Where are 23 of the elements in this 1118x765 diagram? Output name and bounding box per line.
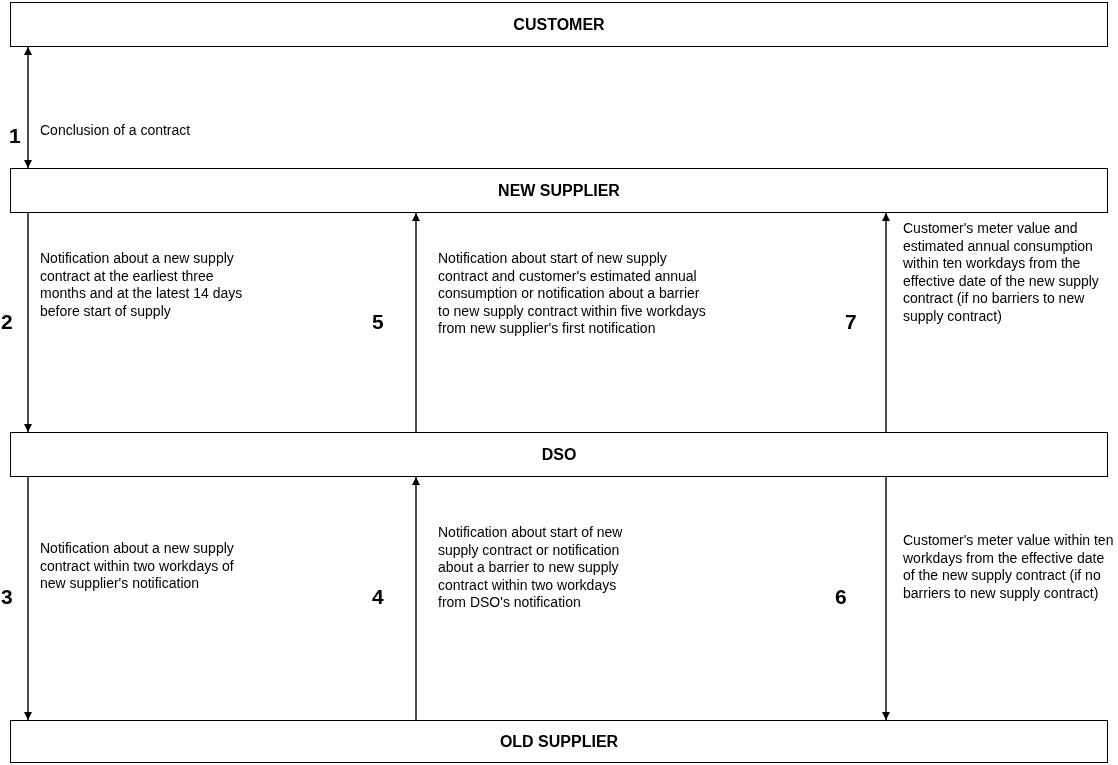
arrow xyxy=(412,212,420,433)
box-title: CUSTOMER xyxy=(513,15,605,34)
arrow xyxy=(24,476,32,721)
entity-box xyxy=(10,2,1108,47)
arrow xyxy=(24,212,32,433)
arrow xyxy=(412,476,420,721)
step-number: 2 xyxy=(1,310,13,334)
edge-label: Customer's meter value within ten workdays from the effective date of the new supply contract (if no barriers to new supply contract) xyxy=(903,532,1115,602)
box-title: OLD SUPPLIER xyxy=(499,732,619,751)
step-number: 7 xyxy=(845,310,857,334)
box-title: NEW SUPPLIER xyxy=(498,181,620,200)
arrow xyxy=(882,212,890,433)
step-number: 3 xyxy=(1,585,13,609)
arrow xyxy=(24,46,32,169)
step-number: 4 xyxy=(372,585,384,609)
entity-box xyxy=(10,168,1108,213)
box-title: DSO xyxy=(541,445,577,464)
step-number: 1 xyxy=(9,124,21,148)
arrow xyxy=(882,476,890,721)
step-number: 5 xyxy=(372,310,384,334)
entity-box xyxy=(10,720,1108,763)
step-number: 6 xyxy=(835,585,847,609)
entity-box xyxy=(10,432,1108,477)
